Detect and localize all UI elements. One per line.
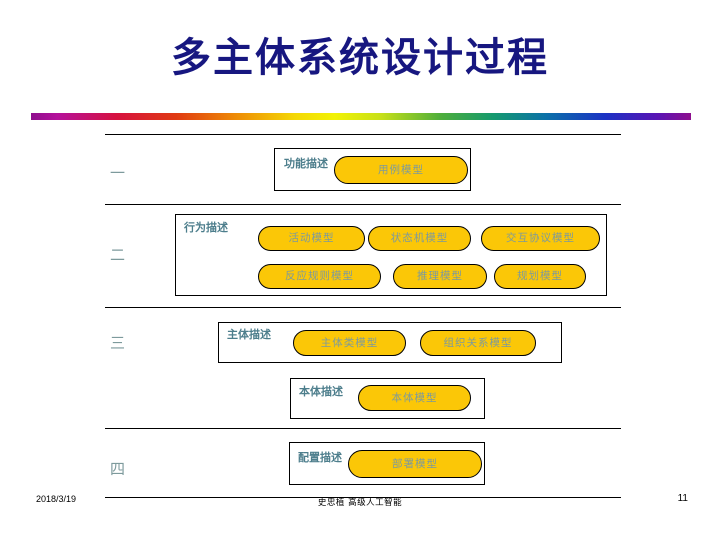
model-pill-planning[interactable]: 规划模型 [494,264,586,289]
numeral-two: 二 [110,246,126,264]
page-title: 多主体系统设计过程 [171,34,549,81]
footer-rule [105,497,621,498]
group-label-functional: 功能描述 [284,157,328,170]
model-pill-label: 反应规则模型 [285,270,354,283]
group-label-behavior: 行为描述 [184,221,228,234]
model-pill-label: 状态机模型 [390,232,449,245]
model-pill-activity[interactable]: 活动模型 [258,226,365,251]
section-rule-top [105,134,621,135]
model-pill-use-case[interactable]: 用例模型 [334,156,468,184]
model-pill-label: 本体模型 [391,391,438,404]
rainbow-divider [31,113,691,120]
model-pill-reasoning[interactable]: 推理模型 [393,264,487,289]
group-label-ontology: 本体描述 [299,385,343,398]
numeral-three: 三 [110,334,126,352]
model-pill-label: 规划模型 [517,270,563,283]
model-pill-organization-relation[interactable]: 组织关系模型 [420,330,536,356]
group-label-agent: 主体描述 [227,328,271,341]
model-pill-label: 活动模型 [288,232,335,245]
numeral-four: 四 [110,460,126,478]
model-pill-state-machine[interactable]: 状态机模型 [368,226,471,251]
model-pill-label: 部署模型 [392,457,438,470]
model-pill-label: 主体类模型 [320,336,379,349]
section-rule-2 [105,307,621,308]
model-pill-ontology[interactable]: 本体模型 [358,385,471,411]
model-pill-deployment[interactable]: 部署模型 [348,450,482,478]
model-pill-label: 组织关系模型 [443,336,513,349]
footer-page-number: 11 [677,493,688,504]
footer-attribution: 史忠植 高级人工智能 [317,498,403,508]
group-label-deployment: 配置描述 [298,451,342,464]
model-pill-interaction-protocol[interactable]: 交互协议模型 [481,226,600,251]
footer-date: 2018/3/19 [36,494,77,504]
model-pill-label: 交互协议模型 [506,232,575,245]
section-rule-1 [105,204,621,205]
model-pill-agent-class[interactable]: 主体类模型 [293,330,406,356]
model-pill-reactive-rule[interactable]: 反应规则模型 [258,264,381,289]
model-pill-label: 推理模型 [417,270,463,283]
section-rule-3 [105,428,621,429]
model-pill-label: 用例模型 [378,163,424,176]
numeral-one: 一 [110,164,126,182]
